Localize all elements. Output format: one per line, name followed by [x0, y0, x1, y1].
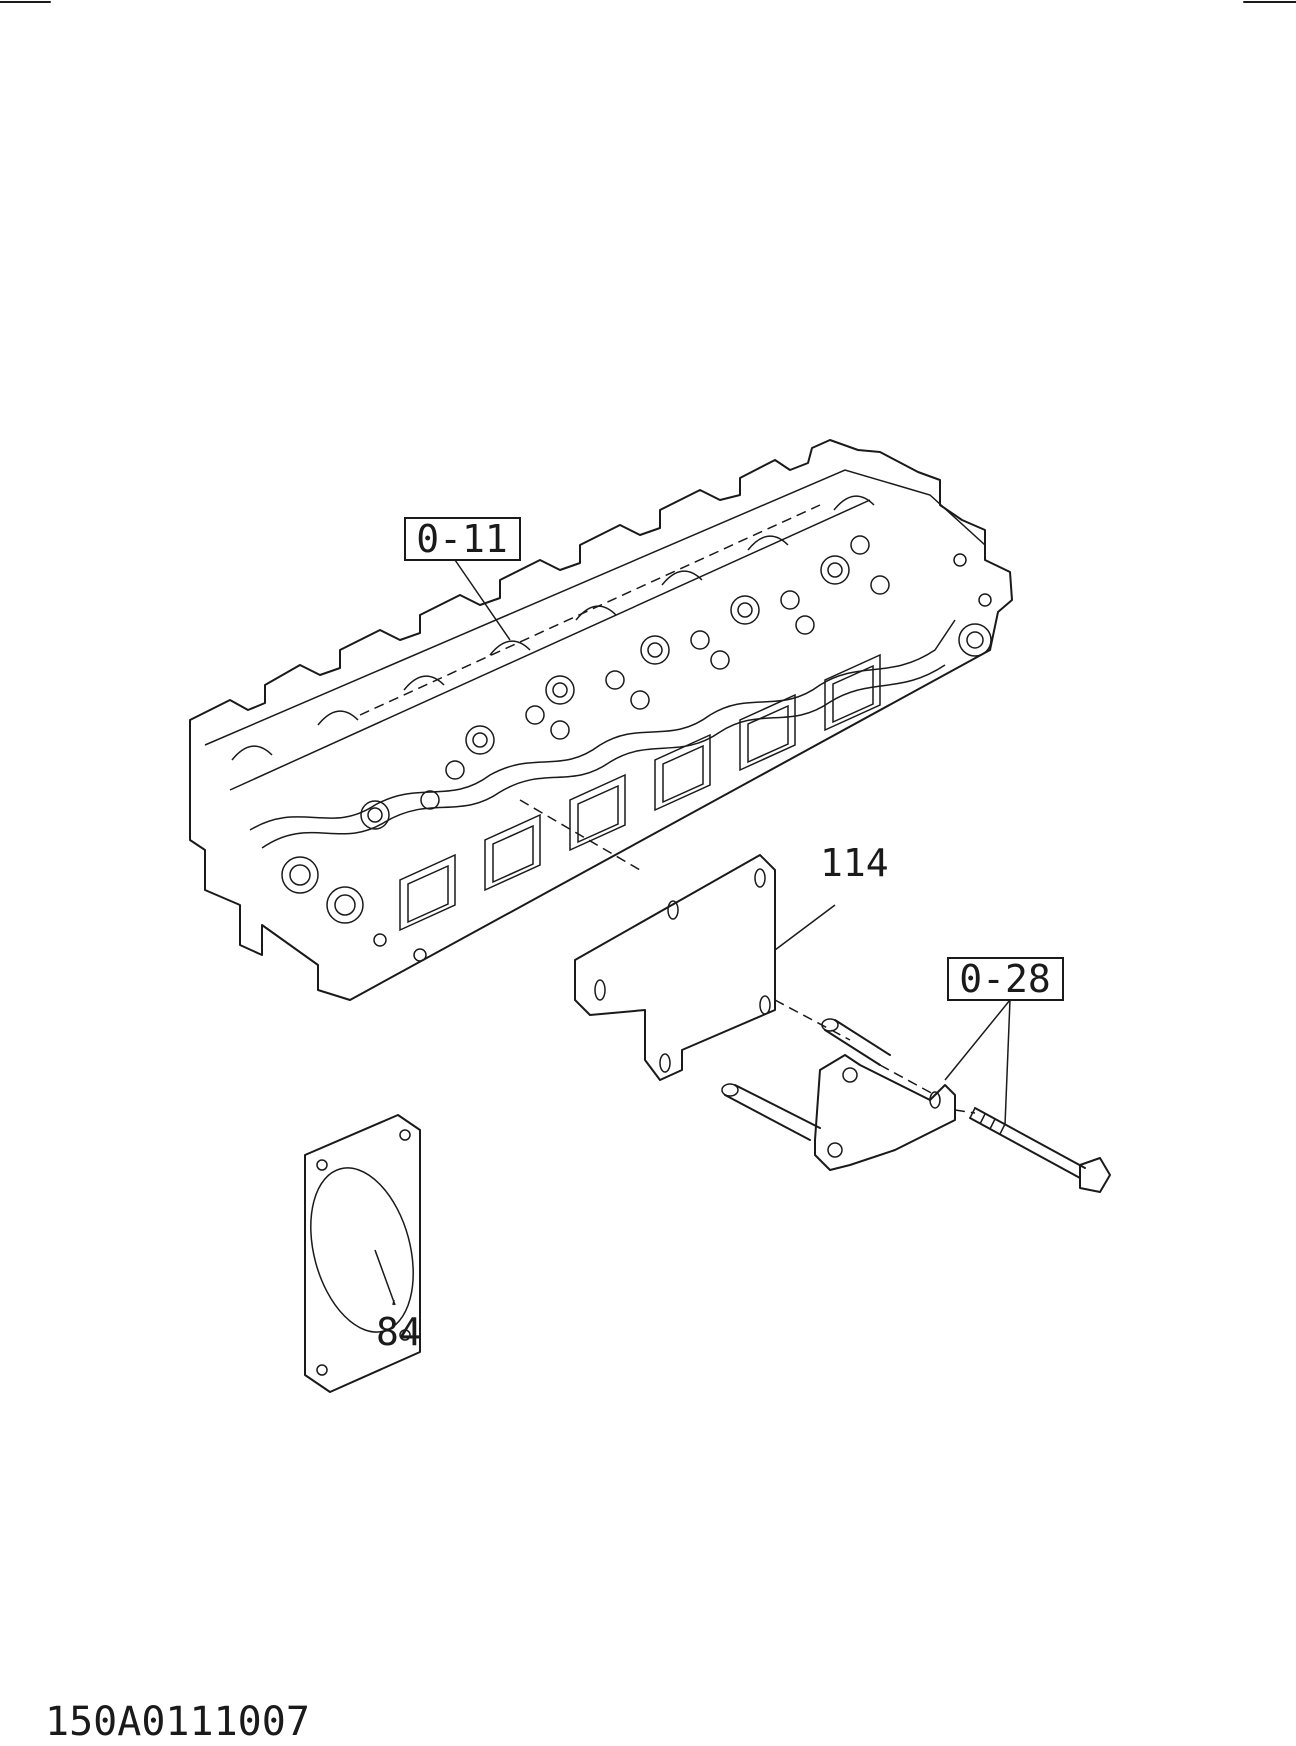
support-bracket: [721, 1018, 1111, 1193]
bracket-plate: [574, 854, 776, 1081]
cylinder-head: [189, 439, 1013, 1001]
callout-gasket: 84: [376, 1310, 422, 1354]
alignment-line-bracket: [774, 999, 976, 1114]
gasket: [304, 1114, 421, 1393]
alignment-line-plate: [519, 799, 641, 871]
callout-gasket-label: 84: [376, 1310, 422, 1354]
callout-head: 0-11: [404, 517, 521, 561]
callout-bracket-plate: 114: [820, 841, 889, 885]
callout-bracket-plate-label: 114: [820, 841, 889, 885]
callout-head-label: 0-11: [416, 517, 508, 561]
callout-support-bracket: 0-28: [947, 957, 1064, 1001]
drawing-code: 150A0111007: [45, 1699, 310, 1745]
callout-support-bracket-label: 0-28: [959, 957, 1051, 1001]
leader-lines: [374, 559, 1011, 1306]
